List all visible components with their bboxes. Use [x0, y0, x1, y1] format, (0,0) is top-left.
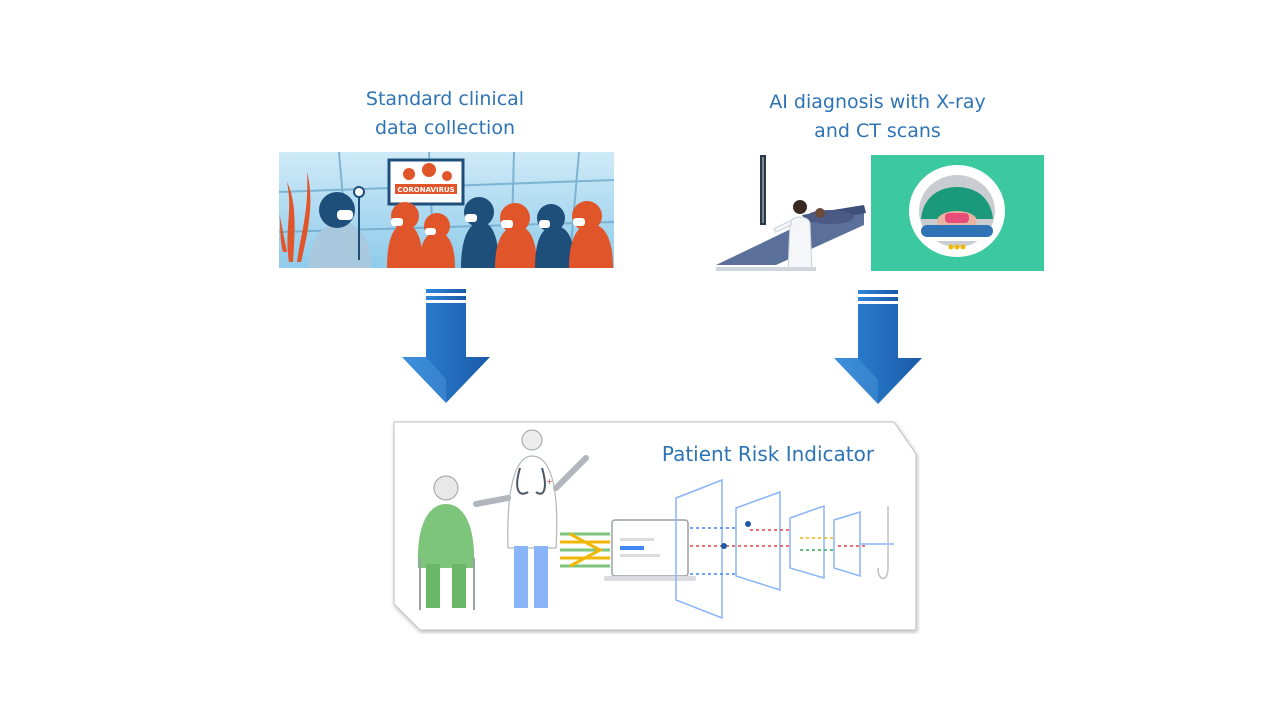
patient-risk-indicator-label: Patient Risk Indicator: [661, 442, 875, 466]
tv-screen-text: CORONAVIRUS: [397, 186, 454, 194]
clinical-data-label: Standard clinical data collection: [335, 85, 555, 143]
down-arrow-right-icon: [832, 290, 924, 406]
svg-text:+: +: [546, 477, 553, 486]
seated-patient-illustration: [417, 475, 475, 610]
patient-risk-indicator-card: +: [390, 418, 920, 634]
ai-label-line2: and CT scans: [814, 120, 941, 142]
doctor-illustration: +: [473, 429, 589, 608]
ai-diagnosis-label: AI diagnosis with X-ray and CT scans: [740, 88, 1015, 146]
model-layers-illustration: [675, 478, 894, 620]
clinical-label-line2: data collection: [375, 117, 515, 139]
laptop-icon: [604, 519, 696, 581]
clinical-waiting-room-illustration: CORONAVIRUS: [279, 152, 614, 268]
clinical-label-line1: Standard clinical: [365, 88, 525, 110]
ct-scan-illustration: [871, 155, 1044, 271]
ai-label-line1: AI diagnosis with X-ray: [769, 91, 986, 113]
xray-scan-illustration: [716, 155, 868, 271]
down-arrow-left-icon: [400, 289, 492, 405]
